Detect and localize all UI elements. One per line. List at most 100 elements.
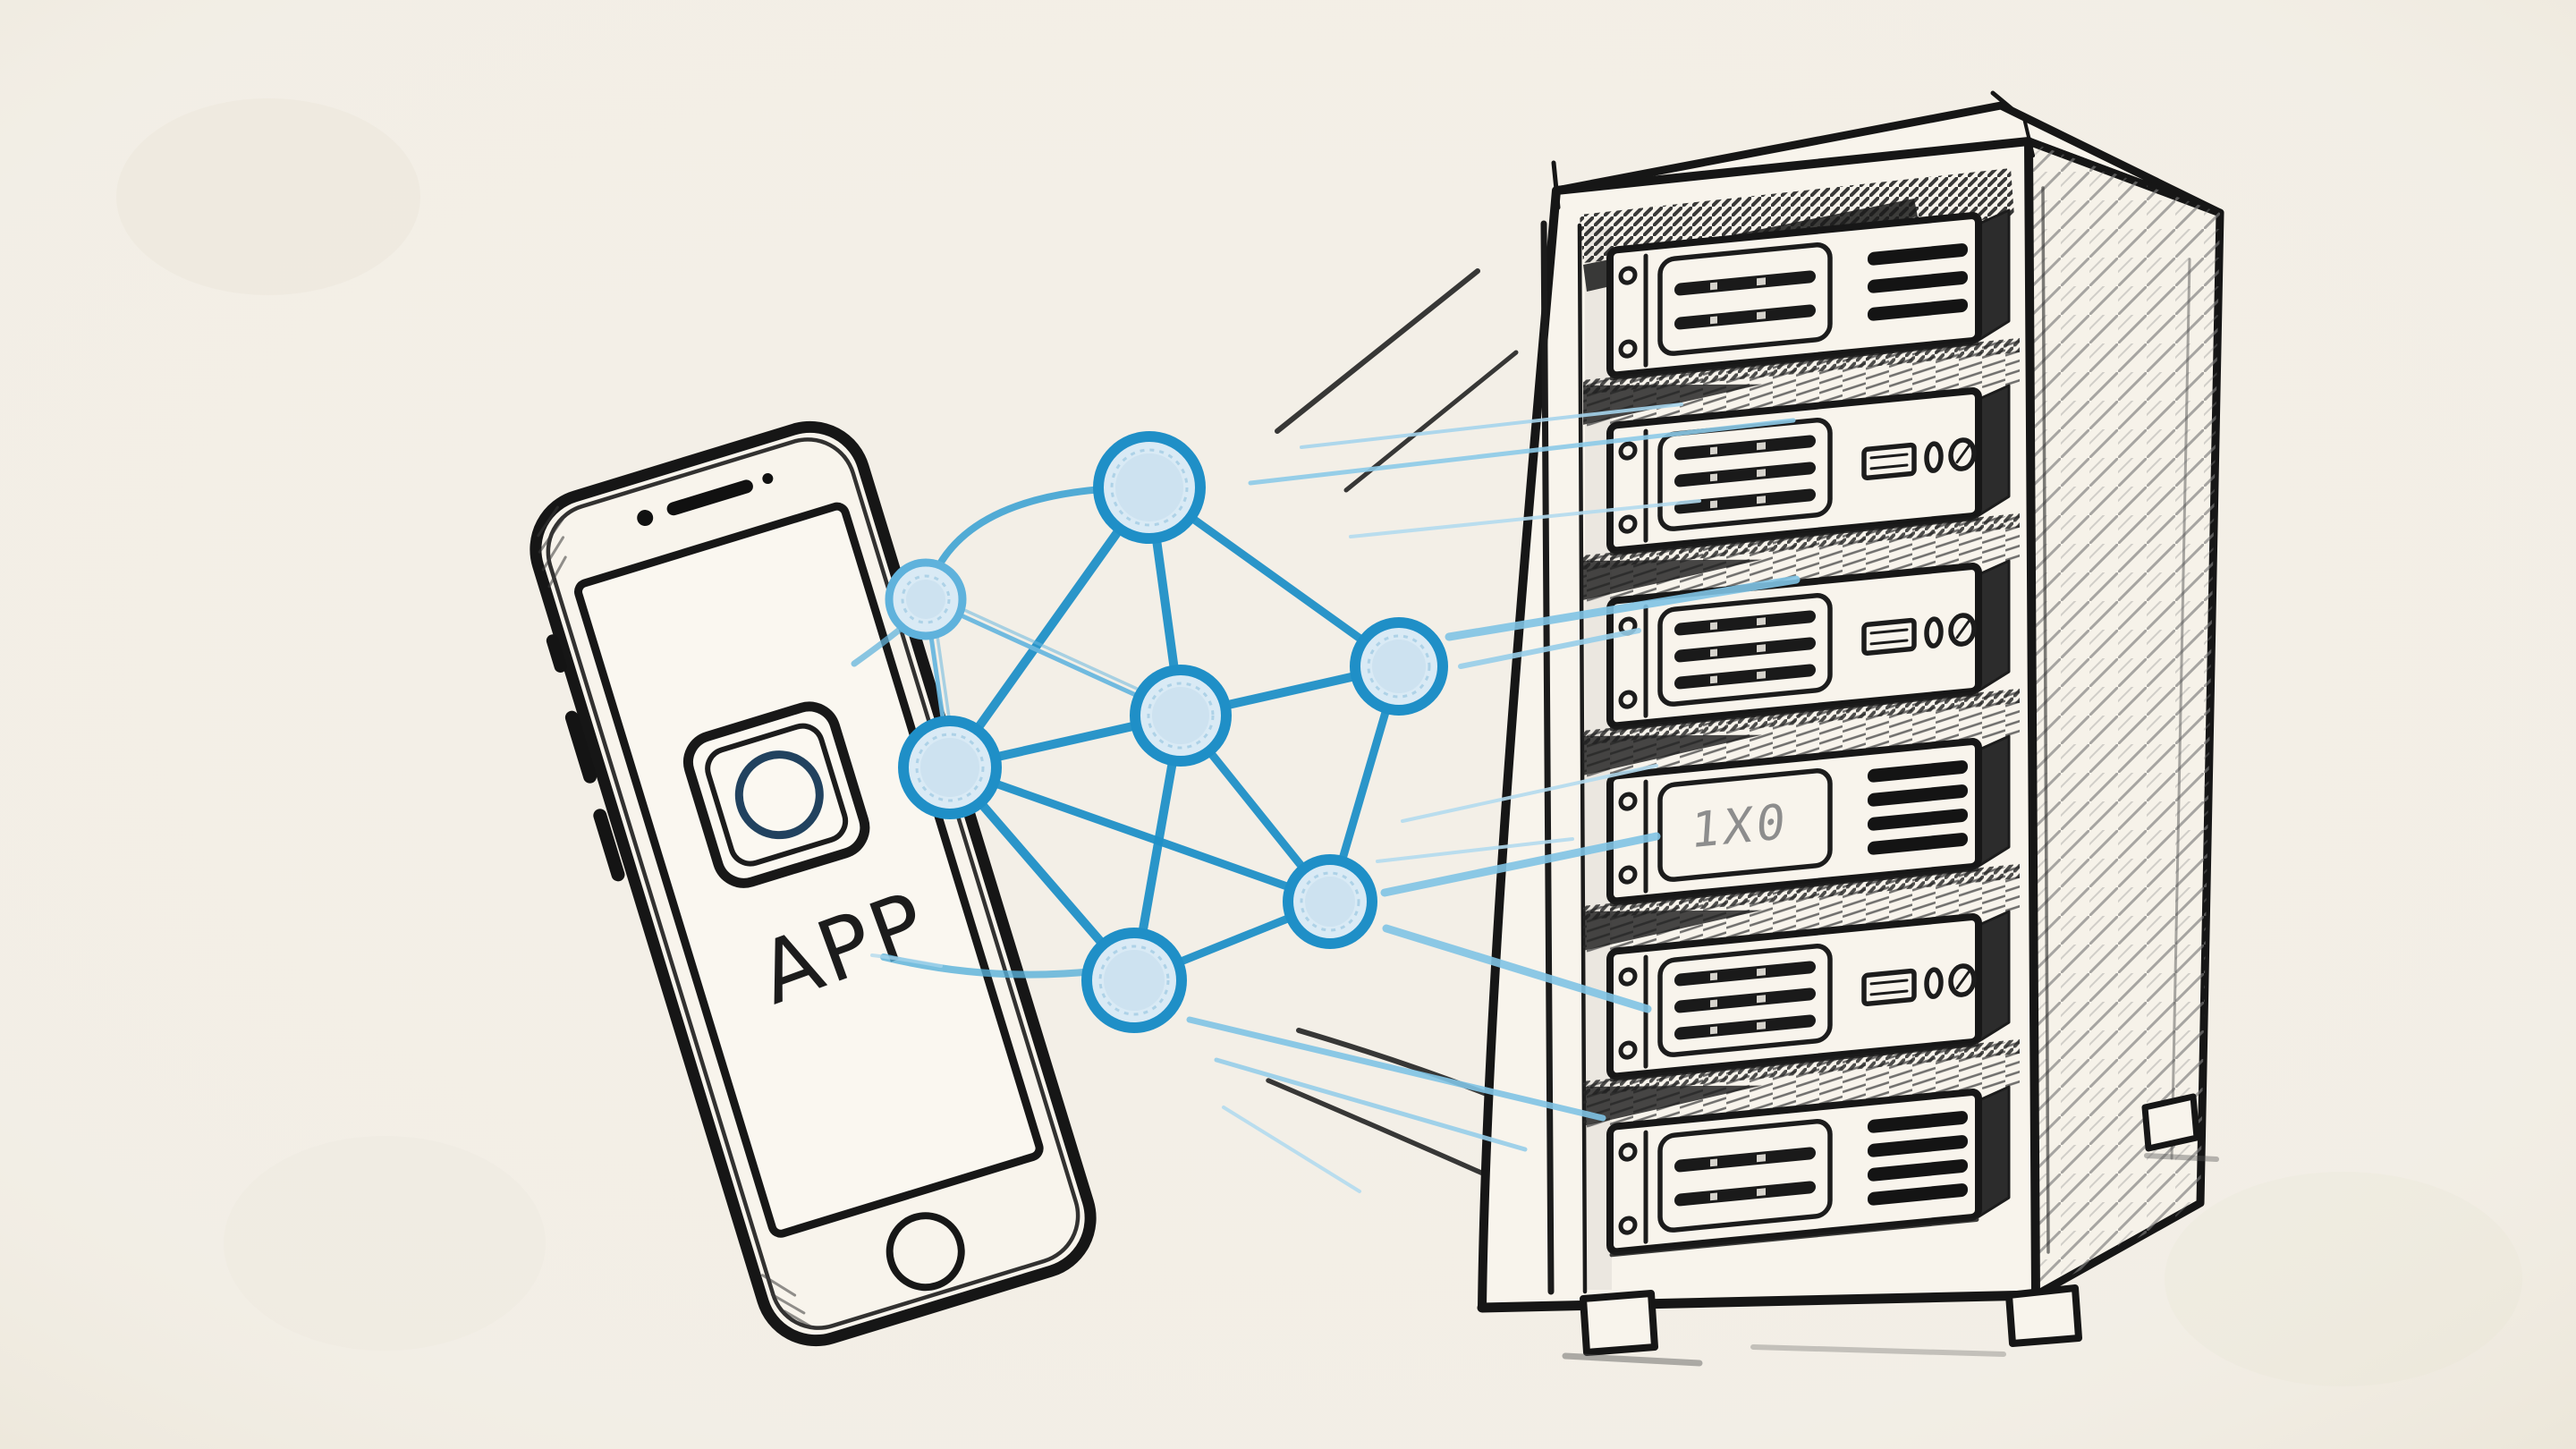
data-streak-line: [1376, 837, 1574, 863]
sensor-dot-icon: [762, 473, 774, 485]
phone-body-inner-line: [546, 437, 1080, 1330]
drive-tray-icon: [1861, 968, 1917, 1007]
motion-line: [1266, 1078, 1486, 1176]
data-streak-line: [1401, 764, 1658, 823]
unit-bottom-shadow: [1609, 516, 1979, 556]
unit-side-face: [1977, 910, 2011, 1043]
unit-bottom-shadow: [1609, 1217, 1979, 1258]
power-button-tick: [1955, 443, 1971, 464]
vent-grille: [1868, 809, 1968, 831]
volume-down-button: [593, 809, 625, 882]
phone-screen: [574, 502, 1044, 1238]
unit-bay-panel: [1657, 1119, 1833, 1233]
vent-grille: [1868, 243, 1968, 266]
screw-icon: [1618, 441, 1638, 461]
node-core: [1152, 687, 1209, 744]
power-button-tick: [1955, 969, 1971, 990]
unit-side-face: [1977, 734, 2011, 868]
data-streak-line: [1445, 575, 1801, 641]
network-edge: [945, 483, 1154, 772]
drive-slot: [1674, 610, 1816, 636]
drive-slot: [1674, 488, 1816, 514]
server-unit: [1606, 910, 2011, 1082]
rack-side-pencil-line: [2170, 258, 2191, 1160]
vent-grille: [1868, 760, 1968, 783]
slot-tick: [1710, 648, 1717, 657]
app-icon-circle: [734, 750, 824, 840]
data-streak-line: [1380, 832, 1661, 897]
drive-slot: [1674, 637, 1816, 663]
node-sketch-ring: [901, 574, 951, 624]
vent-grille: [1868, 1183, 1968, 1206]
slot-tick: [1757, 311, 1766, 320]
node-core: [1115, 453, 1183, 521]
data-streak-line: [1214, 1057, 1528, 1152]
front-camera-icon: [637, 510, 654, 527]
rack-foot: [1580, 1290, 1658, 1356]
vent-grille: [1868, 271, 1968, 293]
usb-port-icon: [1924, 441, 1944, 473]
unit-side-face: [1977, 384, 2011, 517]
vent-grille: [1868, 833, 1968, 855]
data-streak-line: [1382, 924, 1652, 1013]
rack-foot: [2005, 1284, 2082, 1347]
data-streak-line: [1248, 418, 1796, 486]
rack-shelf: [1583, 863, 2020, 953]
rack-shelf: [1583, 1038, 2020, 1128]
slot-tick: [1757, 1154, 1766, 1163]
drive-tray-lines: [1869, 453, 1909, 470]
rack-rail: [1540, 220, 1555, 1295]
rack-front-right-edge-inner: [2041, 186, 2050, 1254]
vent-grille: [1868, 784, 1968, 807]
drive-slot: [1674, 462, 1816, 487]
screw-icon: [1618, 865, 1638, 885]
screw-icon: [1618, 967, 1638, 987]
slot-tick: [1710, 1158, 1717, 1167]
screw-icon: [1618, 339, 1638, 359]
slot-tick: [1757, 1188, 1766, 1197]
slot-tick: [1710, 282, 1717, 291]
node-sketch-ring: [1098, 945, 1170, 1016]
server-rack: 1X0: [1477, 90, 2224, 1367]
network-edge: [945, 763, 1335, 906]
node-core: [920, 738, 979, 797]
shelf-shadow-wedge: [1583, 559, 1762, 600]
screw-icon: [1618, 266, 1638, 285]
data-streaks: [1186, 402, 1801, 1193]
rack-ceiling-hatch: [1580, 168, 2014, 263]
drive-slot: [1674, 1181, 1816, 1207]
rack-side-hatching: [2029, 141, 2220, 1295]
screw-icon: [1618, 514, 1638, 534]
mute-switch: [546, 634, 567, 673]
rack-front-right-edge: [2025, 138, 2039, 1299]
drive-slot: [1674, 987, 1816, 1013]
shelf-shadow-wedge: [1583, 1085, 1762, 1126]
unit-side-face: [1977, 559, 2011, 692]
unit-bay-panel: [1657, 768, 1833, 882]
node-sketch-ring: [915, 733, 985, 802]
slot-tick: [1757, 442, 1766, 451]
server-unit: [1606, 208, 2011, 381]
slot-tick: [1710, 1026, 1717, 1035]
corner-shading: [537, 505, 814, 1329]
slot-tick: [1710, 972, 1717, 981]
server-unit: 1X0: [1606, 734, 2011, 907]
node-sketch-ring: [1367, 634, 1431, 699]
screw-icon: [1618, 1142, 1638, 1162]
slot-tick: [1757, 968, 1766, 977]
unit-bay-panel: [1657, 944, 1833, 1057]
node-core: [906, 580, 945, 619]
network-node: [1130, 665, 1232, 767]
drive-tray-lines: [1869, 628, 1909, 646]
app-icon: [682, 701, 870, 888]
power-button-tick: [1955, 618, 1971, 640]
drive-tray-icon: [1861, 442, 1917, 481]
drive-slot: [1674, 270, 1816, 296]
data-streak-line: [1186, 1016, 1606, 1122]
sketch-ticks: [1551, 90, 2035, 210]
floor-shadow: [1562, 1153, 2219, 1367]
power-button-icon: [1948, 613, 1977, 647]
unit-bottom-shadow: [1609, 867, 1979, 907]
network-node: [1283, 854, 1377, 949]
unit-bottom-shadow: [1609, 341, 1979, 381]
